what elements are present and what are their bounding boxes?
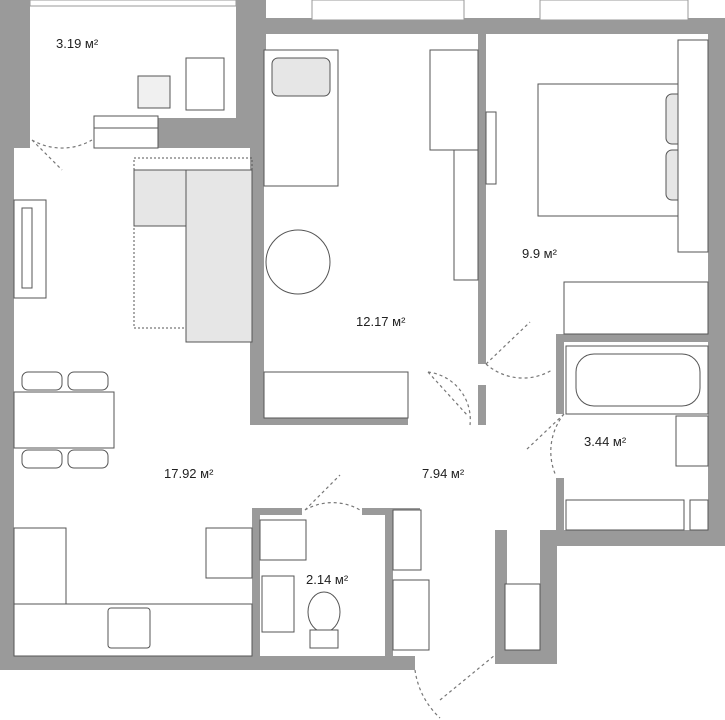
- wall-top: [236, 18, 725, 34]
- balcony-step-1: [93, 115, 159, 129]
- wall-outer-bottom-left: [0, 656, 415, 670]
- window-balcony: [29, 0, 237, 7]
- walls: [0, 0, 725, 670]
- kitchen-stove: [205, 527, 253, 579]
- wall-step-vertical: [540, 530, 557, 664]
- washing-machine: [565, 499, 685, 531]
- wall-balcony-bottom: [158, 118, 266, 148]
- door-bedroom1: [427, 371, 471, 426]
- wall-outer-right: [708, 18, 725, 536]
- armchair: [265, 229, 331, 295]
- dining-table: [13, 391, 115, 449]
- bathtub-inner: [575, 353, 701, 407]
- tv-screen: [21, 207, 33, 289]
- wall-bath-top: [556, 334, 708, 342]
- bedroom2-cabinet: [563, 281, 709, 335]
- wardrobe-right: [677, 39, 709, 253]
- wall-bedroom-divider: [478, 34, 486, 364]
- balcony-table: [137, 75, 171, 109]
- sofa-back: [185, 169, 253, 343]
- area-bedroom-1: 12.17 м²: [356, 314, 406, 329]
- toilet-bowl: [307, 591, 341, 633]
- bedroom1-cabinet: [263, 371, 409, 419]
- toilet-cabinet: [261, 575, 295, 633]
- wall-bedroom-divider-low: [478, 385, 486, 425]
- wall-toilet-top: [252, 508, 302, 515]
- balcony-step-2: [93, 127, 159, 149]
- bath-shelf: [689, 499, 709, 531]
- pillow-single: [271, 57, 331, 97]
- wall-balcony-left: [0, 0, 30, 148]
- wall-outer-left: [0, 148, 14, 670]
- wall-toilet-top-right: [362, 508, 420, 515]
- sofa-corner: [133, 169, 187, 227]
- hall-cabinet: [392, 579, 430, 651]
- chair-1: [21, 371, 63, 391]
- door-toilet: [304, 474, 361, 511]
- wall-bath-left: [556, 334, 564, 414]
- chair-2: [67, 371, 109, 391]
- kitchen-sink: [107, 607, 151, 649]
- area-bedroom-2: 9.9 м²: [522, 246, 558, 261]
- wall-bedroom1-left: [250, 34, 264, 424]
- window-bedroom1: [311, 0, 465, 21]
- shoe-rack: [392, 509, 422, 571]
- doors: [31, 139, 565, 719]
- wall-bath-left-low: [556, 478, 564, 538]
- area-toilet: 2.14 м²: [306, 572, 349, 587]
- chair-3: [21, 449, 63, 469]
- door-bedroom2: [485, 321, 553, 379]
- bookshelf: [453, 149, 479, 281]
- area-balcony: 3.19 м²: [56, 36, 99, 51]
- room-labels: 3.19 м² 17.92 м² 12.17 м² 9.9 м² 7.94 м²…: [56, 36, 627, 587]
- washbasin: [675, 415, 709, 467]
- desk: [429, 49, 479, 151]
- wall-toilet-left: [252, 510, 260, 660]
- hall-wardrobe: [504, 583, 541, 651]
- toilet-tank: [309, 629, 339, 649]
- tv-wall: [485, 111, 497, 185]
- door-entrance: [414, 654, 496, 719]
- toilet-boiler: [259, 519, 307, 561]
- area-hallway: 7.94 м²: [422, 466, 465, 481]
- window-bedroom2: [539, 0, 689, 21]
- door-balcony: [31, 139, 93, 171]
- area-living: 17.92 м²: [164, 466, 214, 481]
- wall-toilet-right: [385, 510, 393, 660]
- furniture: [13, 39, 709, 657]
- windows: [29, 0, 689, 21]
- door-bathroom: [525, 413, 565, 477]
- balcony-chair: [185, 57, 225, 111]
- wall-bedroom1-bottom: [250, 418, 408, 425]
- wall-step: [540, 530, 725, 546]
- wall-hall-column: [495, 530, 507, 664]
- chair-4: [67, 449, 109, 469]
- area-bathroom: 3.44 м²: [584, 434, 627, 449]
